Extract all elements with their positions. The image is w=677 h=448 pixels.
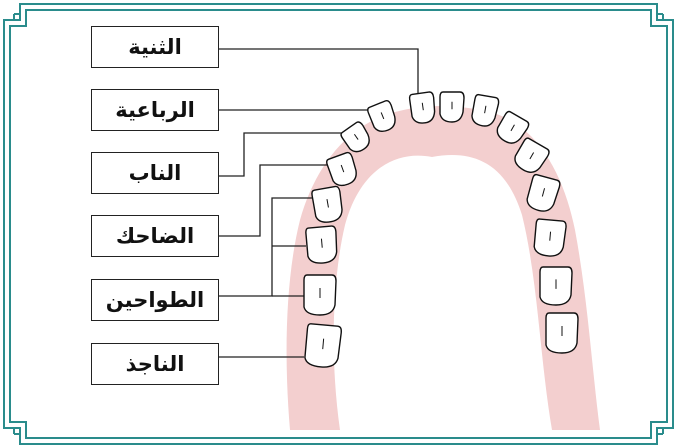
leader-central-incisor [219,49,418,97]
label-premolar: الضاحك [91,215,219,257]
tooth [540,267,572,305]
label-molars: الطواحين [91,279,219,321]
tooth [305,226,338,264]
label-lateral-incisor: الرباعية [91,89,219,131]
tooth [440,92,464,122]
frame-corner-ornament [643,4,673,34]
tooth [533,219,566,257]
frame-corner-ornament [4,414,34,444]
frame-corner-ornament [643,414,673,444]
frame-corner-ornament [4,4,34,34]
tooth [304,275,336,315]
label-central-incisor: الثنية [91,26,219,68]
tooth [304,324,342,369]
label-canine: الناب [91,152,219,194]
tooth [546,313,578,353]
label-wisdom-tooth: الناجذ [91,343,219,385]
